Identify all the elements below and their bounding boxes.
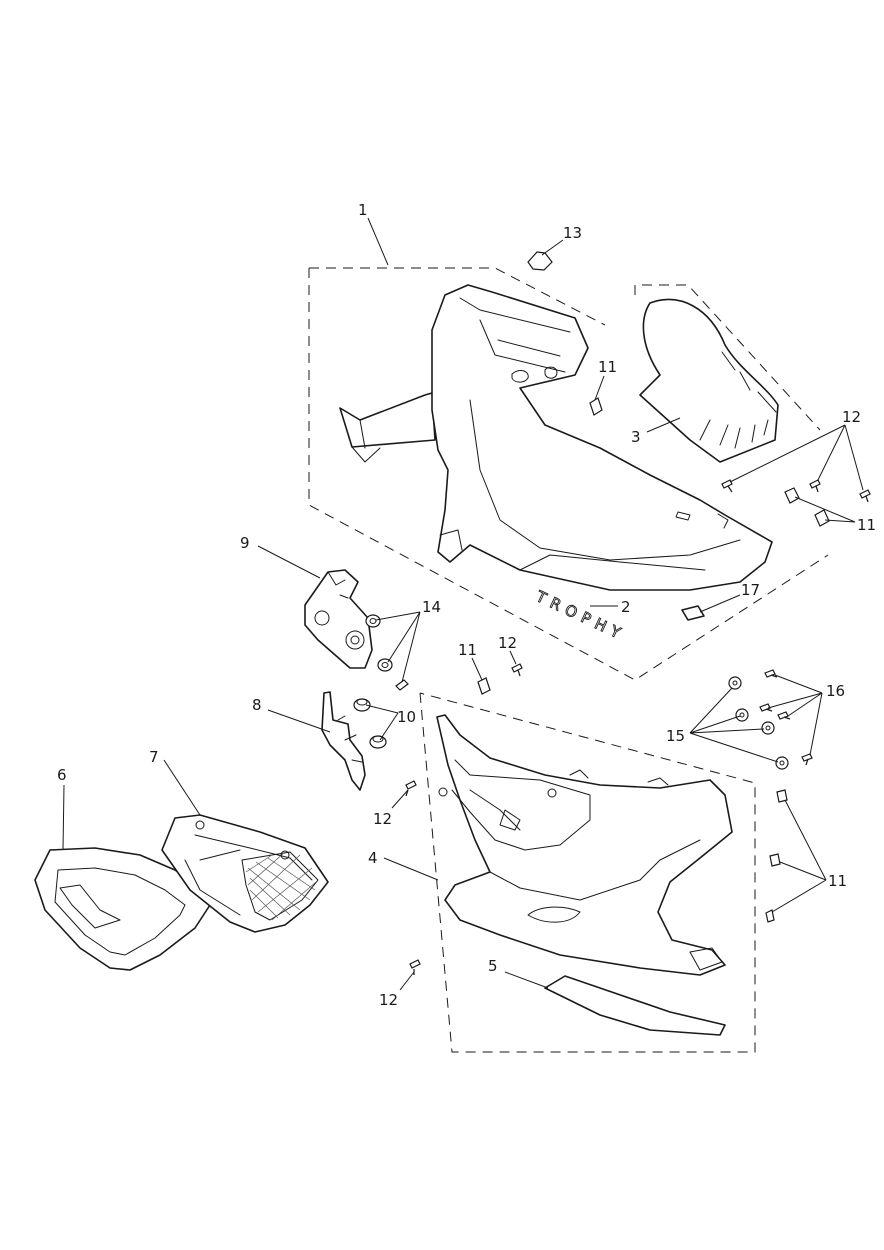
callout-15: 15 xyxy=(666,727,685,745)
vent-frame-part xyxy=(34,847,211,971)
trophy-panel-outline xyxy=(634,284,821,431)
lower-fairing-part xyxy=(436,714,733,976)
lower-assembly-outline xyxy=(419,692,756,1053)
vent-grille-part xyxy=(161,814,329,933)
washer-set xyxy=(728,676,789,770)
top-clip-part xyxy=(527,251,553,271)
callout-6: 6 xyxy=(57,766,67,784)
callout-2: 2 xyxy=(621,598,631,616)
callout-7: 7 xyxy=(149,748,159,766)
callout-11-upper: 11 xyxy=(598,358,617,376)
grommet-set xyxy=(365,614,409,691)
callout-14: 14 xyxy=(422,598,441,616)
callout-12-upper-right: 12 xyxy=(842,408,861,426)
callout-12-bottom: 12 xyxy=(379,991,398,1009)
decal-panel-part xyxy=(639,298,779,463)
callout-13: 13 xyxy=(563,224,582,242)
callout-11-right: 11 xyxy=(857,516,876,534)
callout-11-middle: 11 xyxy=(458,641,477,659)
trophy-emblem: TROPHY xyxy=(532,587,628,645)
callout-17: 17 xyxy=(741,581,760,599)
callout-1: 1 xyxy=(358,201,368,219)
leader-lines xyxy=(62,217,864,991)
rubber-mount-set xyxy=(353,698,387,749)
callout-5: 5 xyxy=(488,957,498,975)
callout-12-lower-left: 12 xyxy=(373,810,392,828)
callout-4: 4 xyxy=(368,849,378,867)
bracket-part xyxy=(304,569,373,669)
trim-strip-part xyxy=(544,975,726,1036)
bolt-set xyxy=(759,669,813,766)
upper-assembly-outline xyxy=(308,267,829,681)
callout-8: 8 xyxy=(252,696,262,714)
callout-10: 10 xyxy=(397,708,416,726)
callout-9: 9 xyxy=(240,534,250,552)
callout-3: 3 xyxy=(631,428,641,446)
callout-labels: 1 13 11 3 12 11 9 14 2 17 11 12 8 10 7 6… xyxy=(57,201,876,1009)
callout-12-middle: 12 xyxy=(498,634,517,652)
clip-bracket-part xyxy=(321,691,366,791)
small-badge-part xyxy=(681,605,705,621)
speed-nut-set xyxy=(477,397,830,923)
upper-fairing-part xyxy=(339,284,773,591)
callout-16: 16 xyxy=(826,682,845,700)
callout-11-lower-right: 11 xyxy=(828,872,847,890)
